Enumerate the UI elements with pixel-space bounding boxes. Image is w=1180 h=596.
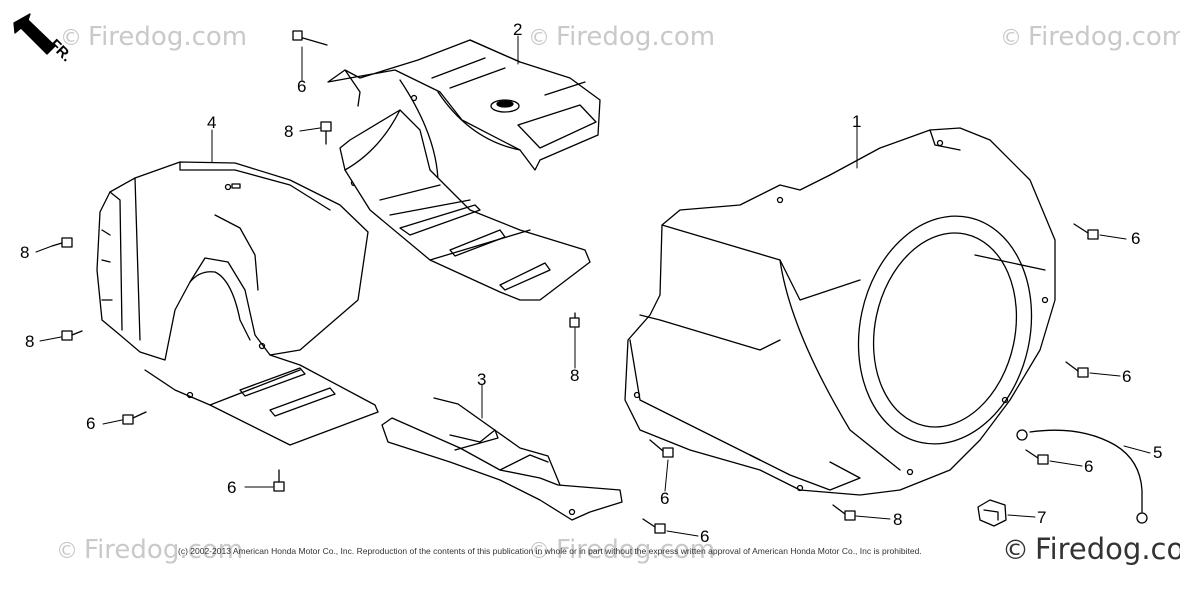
bolt-icons	[51, 30, 1099, 534]
watermark-logo: ©Firedog.com	[1002, 532, 1180, 566]
callout-6[interactable]: 6	[1131, 229, 1141, 248]
callout-8[interactable]: 8	[570, 366, 580, 385]
bolt-icon	[122, 411, 147, 425]
callout-6[interactable]: 6	[700, 527, 710, 546]
callout-8[interactable]: 8	[25, 332, 35, 351]
bolt-icon	[273, 469, 285, 492]
leader-lines	[35, 35, 1151, 537]
callout-2[interactable]: 2	[513, 20, 523, 39]
bolt-icon	[1073, 223, 1099, 240]
callout-6[interactable]: 6	[297, 77, 307, 96]
bolt-icon	[569, 312, 580, 328]
watermark: ©Firedog.com	[60, 22, 248, 52]
watermark: ©Firedog.com	[528, 535, 716, 565]
callout-8[interactable]: 8	[893, 510, 903, 529]
bolt-icon	[61, 330, 83, 341]
callout-6[interactable]: 6	[1122, 367, 1132, 386]
part-7-clip	[977, 499, 1007, 527]
bolt-icon	[51, 237, 73, 248]
callout-6[interactable]: 6	[660, 489, 670, 508]
copyright-notice: (c) 2002-2013 American Honda Motor Co., …	[178, 546, 922, 556]
callout-6[interactable]: 6	[86, 414, 96, 433]
callout-6[interactable]: 6	[1084, 457, 1094, 476]
callout-5[interactable]: 5	[1153, 443, 1163, 462]
bolt-icon	[642, 518, 666, 534]
part-1-fan-cover	[624, 127, 1056, 496]
bolt-icon	[649, 439, 674, 458]
callout-6[interactable]: 6	[227, 478, 237, 497]
watermark: ©Firedog.com	[56, 535, 244, 565]
callout-7[interactable]: 7	[1037, 508, 1047, 527]
watermark: ©Firedog.com	[528, 22, 716, 52]
bolt-icon	[1065, 361, 1089, 378]
callout-4[interactable]: 4	[207, 113, 217, 132]
part-4-left-shroud	[96, 161, 379, 446]
watermark: ©Firedog.com	[1000, 22, 1180, 52]
callout-8[interactable]: 8	[284, 122, 294, 141]
front-direction-arrow-icon	[13, 13, 56, 55]
callout-3[interactable]: 3	[477, 370, 487, 389]
part-2-upper-shroud	[327, 39, 601, 301]
callout-1[interactable]: 1	[852, 112, 862, 131]
callout-8[interactable]: 8	[20, 243, 30, 262]
part-3-bracket	[381, 397, 623, 521]
bolt-icon	[320, 121, 332, 145]
bolt-icon	[832, 504, 856, 521]
part-5-wire	[1016, 429, 1148, 524]
bolt-icon	[292, 30, 328, 46]
bolt-icon	[1025, 449, 1049, 465]
